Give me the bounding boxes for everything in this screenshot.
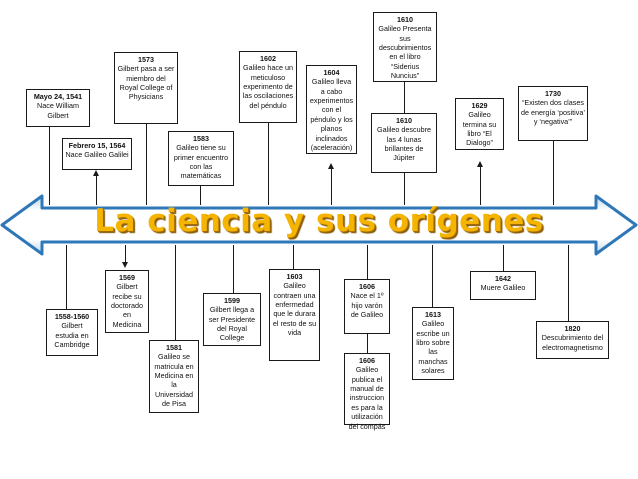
event-year: 1599 [224,296,240,305]
event-box-top-1564: Febrero 15, 1564 Nace Galileo Galilei [62,138,132,170]
event-year: 1606 [359,282,375,291]
connector-line [200,186,201,205]
event-year: 1603 [286,272,303,281]
connector-line [404,82,405,113]
arrow-head [328,163,334,169]
event-text: Nace William Gilbert [37,101,79,120]
event-box-bottom-1613: 1613 Galileo escribe un libro sobre las … [412,307,454,380]
event-box-top-1610a: 1610 Galileo Presenta sus descubrimiento… [373,12,437,82]
event-text: Gilbert estudia en Cambridge [54,321,90,350]
event-text: Galileo publica el manual de instruccion… [348,365,386,431]
event-text: Galileo hace un meticuloso experimento d… [242,63,294,110]
event-year: 1610 [397,15,413,24]
event-text: “Existen dos clases de energía ‘positiva… [521,98,585,127]
event-box-bottom-1603: 1603 Galileo contraen una enfermedad que… [269,269,320,361]
event-year: 1573 [138,55,154,64]
event-text: Muere Galileo [480,283,526,293]
arrow-head [477,161,483,167]
event-year: 1610 [396,116,412,125]
event-year: 1583 [193,134,209,143]
connector-line [367,334,368,353]
event-box-bottom-1569: 1569 Gilbert recibe su doctorado en Medi… [105,270,149,333]
event-text: Gilbert pasa a ser miembro del Royal Col… [117,64,175,102]
event-text: Galileo tiene su primer encuentro con la… [173,143,229,181]
event-text: Galileo se matricula en Medicina en la U… [154,352,194,409]
event-text: Nace Galileo Galilei [65,150,129,160]
event-box-bottom-1606a: 1606 Nace el 1º hijo varón de Galileo [344,279,390,334]
connector-line [432,245,433,307]
connector-line [480,167,481,205]
connector-line [175,245,176,340]
event-box-bottom-1599: 1599 Gilbert llega a ser Presidente del … [203,293,261,346]
connector-line [146,124,147,205]
arrow-head [93,170,99,176]
event-text: Galileo escribe un libro sobre las manch… [416,319,450,376]
event-year: 1558-1560 [54,312,90,321]
connector-line [293,245,294,269]
connector-line [233,245,234,293]
connector-line [367,245,368,279]
event-text: Nace el 1º hijo varón de Galileo [350,291,384,320]
event-text: Galileo termina su libro “El Dialogo” [462,110,497,148]
event-text: Galileo descubre las 4 lunas brillantes … [377,125,431,163]
connector-line [268,123,269,205]
event-year: 1642 [495,274,511,283]
event-year: 1820 [564,324,581,333]
event-box-bottom-1558: 1558-1560 Gilbert estudia en Cambridge [46,309,98,356]
event-year: 1602 [260,54,276,63]
event-year: Febrero 15, 1564 [68,141,126,150]
connector-line [49,127,50,205]
event-year: Mayo 24, 1541 [33,92,83,101]
event-year: 1629 [471,101,488,110]
event-box-top-1541: Mayo 24, 1541 Nace William Gilbert [26,89,90,127]
event-text: Galileo lleva a cabo experimentos con el… [309,77,354,152]
connector-line [331,169,332,205]
event-box-bottom-1606b: 1606 Galileo publica el manual de instru… [344,353,390,431]
event-box-top-1583: 1583 Galileo tiene su primer encuentro c… [168,131,234,186]
event-year: 1604 [323,68,340,77]
connector-line [96,176,97,205]
event-year: 1730 [545,89,561,98]
event-year: 1606 [359,356,375,365]
event-text: Gilbert llega a ser Presidente del Royal… [208,305,256,343]
connector-line [553,141,554,205]
connector-line [568,245,569,321]
connector-line [503,245,504,271]
connector-line [66,245,67,309]
arrow-head [122,262,128,268]
event-text: Galileo Presenta sus descubrimientos en … [378,24,432,81]
connector-line [404,173,405,205]
event-year: 1569 [119,273,135,282]
event-box-bottom-1581: 1581 Galileo se matricula en Medicina en… [149,340,199,413]
event-text: Gilbert recibe su doctorado en Medicina [111,282,143,329]
event-box-top-1610b: 1610 Galileo descubre las 4 lunas brilla… [371,113,437,173]
event-box-top-1730: 1730 “Existen dos clases de energía ‘pos… [518,86,588,141]
event-box-top-1602: 1602 Galileo hace un meticuloso experime… [239,51,297,123]
event-box-top-1604: 1604 Galileo lleva a cabo experimentos c… [306,65,357,154]
event-box-top-1573: 1573 Gilbert pasa a ser miembro del Roya… [114,52,178,124]
event-year: 1613 [425,310,441,319]
timeline-bar [0,194,638,256]
event-text: Galileo contraen una enfermedad que le d… [272,281,317,338]
connector-line [125,245,126,264]
event-year: 1581 [166,343,182,352]
diagram-title: La ciencia y sus orígenes [94,203,544,239]
event-text: Descubrimiento del electromagnetismo [541,333,604,352]
event-box-top-1629: 1629 Galileo termina su libro “El Dialog… [455,98,504,150]
event-box-bottom-1820: 1820 Descubrimiento del electromagnetism… [536,321,609,359]
event-box-bottom-1642: 1642 Muere Galileo [470,271,536,300]
